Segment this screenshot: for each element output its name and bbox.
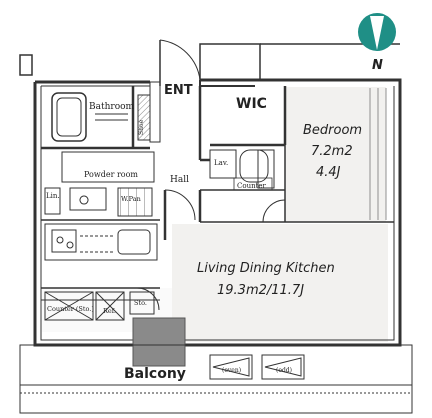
- label-ent: ENT: [164, 83, 193, 98]
- label-counter-sto: Counter (Sto.): [47, 305, 94, 313]
- balcony-area: [19, 344, 413, 414]
- label-bedroom: Bedroom: [303, 123, 362, 138]
- label-wpan: W.Pan: [121, 195, 141, 203]
- bedroom-floor: [285, 87, 386, 222]
- ldk-floor: [172, 224, 388, 342]
- label-ldk-area: 19.3m2/11.7J: [217, 283, 304, 298]
- shoe-closet: [137, 94, 151, 141]
- label-ldk: Living Dining Kitchen: [197, 261, 335, 276]
- kitchen-fixtures: [44, 223, 158, 261]
- label-bedroom-area: 7.2m2: [311, 144, 353, 159]
- label-even: (even): [222, 367, 241, 374]
- north-compass-icon: [358, 13, 396, 51]
- label-balcony: Balcony: [124, 366, 186, 382]
- label-counter: Counter: [237, 182, 267, 190]
- label-ref: Ref.: [103, 307, 116, 315]
- interior-walls: [41, 86, 394, 301]
- facade-notches: [19, 43, 400, 81]
- label-wic: WIC: [236, 96, 267, 112]
- bedroom-closet-lines: [369, 88, 387, 220]
- label-lin: Lin.: [46, 192, 60, 200]
- label-powder-room: Powder room: [84, 170, 138, 179]
- counter-storage: [44, 291, 155, 321]
- bathtub: [51, 92, 128, 142]
- label-bathroom: Bathroom: [89, 102, 135, 112]
- label-odd: (odd): [276, 367, 292, 374]
- powder-fixtures: [44, 151, 155, 217]
- lavatory-fixtures: [209, 149, 275, 191]
- label-shoe: Shoe: [138, 119, 145, 135]
- label-sto: Sto.: [134, 299, 147, 307]
- label-hall: Hall: [170, 175, 189, 185]
- label-lav: Lav.: [214, 159, 228, 167]
- north-label: N: [372, 58, 383, 73]
- label-bedroom-jo: 4.4J: [316, 165, 341, 180]
- structural-pillar: [132, 317, 186, 367]
- interior-doors: [136, 189, 286, 311]
